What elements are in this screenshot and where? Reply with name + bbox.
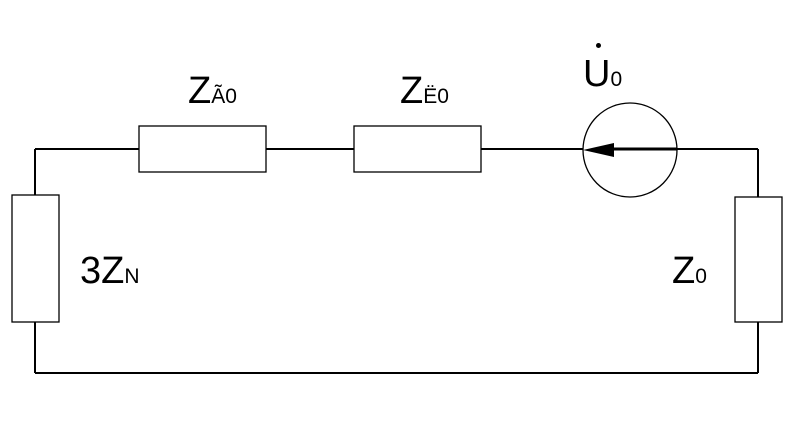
label-z0-sub: 0 xyxy=(695,265,707,288)
impedance-z-ga0 xyxy=(138,125,267,173)
label-3zn: 3ZN xyxy=(80,252,140,290)
label-u0-sub: 0 xyxy=(610,68,623,91)
label-3zn-sub: N xyxy=(124,265,140,288)
label-z0-main: Z xyxy=(672,250,696,292)
label-3zn-main: Z xyxy=(101,250,125,292)
impedance-z0 xyxy=(734,196,783,323)
label-z-ie0-main: Z xyxy=(400,70,424,112)
source-arrow-head xyxy=(583,143,614,157)
label-u0: U0 xyxy=(583,55,622,93)
label-u0-main: U xyxy=(583,53,611,95)
label-z-ga0-main: Z xyxy=(188,70,212,112)
impedance-3zn xyxy=(11,194,60,323)
label-z-ga0: ZÃ0 xyxy=(188,72,237,110)
label-z-ga0-sub: Ã0 xyxy=(211,85,237,108)
label-z-ie0-sub: Ë0 xyxy=(423,85,449,108)
impedance-z-ie0 xyxy=(353,125,482,173)
wires xyxy=(34,148,759,374)
label-z-ie0: ZË0 xyxy=(400,72,449,110)
label-z0: Z0 xyxy=(672,252,707,290)
voltage-source-u0 xyxy=(582,102,678,198)
u0-phasor-dot xyxy=(596,43,601,48)
label-3zn-prefix: 3 xyxy=(80,250,102,292)
